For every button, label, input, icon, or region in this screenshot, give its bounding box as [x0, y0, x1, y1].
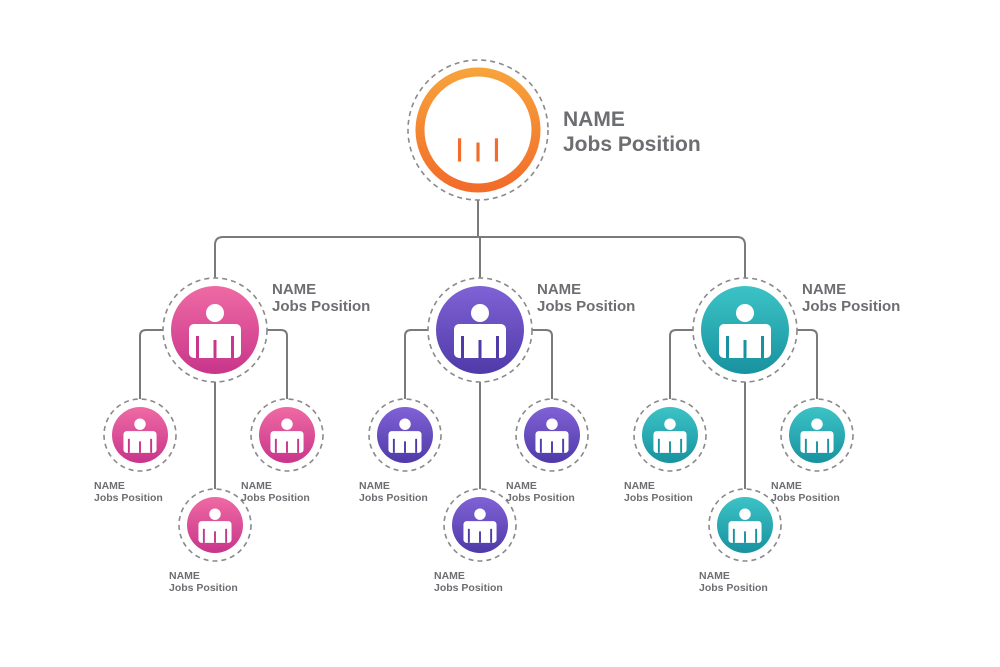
node-position: Jobs Position: [537, 298, 635, 315]
member-node-1-1[interactable]: [103, 398, 177, 472]
node-position: Jobs Position: [802, 298, 900, 315]
person-icon: [728, 508, 762, 543]
person-icon: [189, 304, 241, 358]
member-node-1-3[interactable]: [250, 398, 324, 472]
root-node[interactable]: [407, 59, 549, 201]
node-name: NAME: [506, 480, 537, 492]
node-name: NAME: [537, 281, 581, 298]
person-icon: [653, 418, 687, 453]
node-position: Jobs Position: [169, 582, 238, 594]
node-position: Jobs Position: [241, 492, 310, 504]
person-icon: [123, 418, 157, 453]
node-name: NAME: [241, 480, 272, 492]
accent-ring: [415, 67, 541, 193]
node-name: NAME: [624, 480, 655, 492]
node-name: NAME: [94, 480, 125, 492]
person-icon: [800, 418, 834, 453]
connector-lines: [139, 200, 818, 489]
member-node-3-1[interactable]: [633, 398, 707, 472]
node-position: Jobs Position: [506, 492, 575, 504]
node-name: NAME: [272, 281, 316, 298]
person-icon: [270, 418, 304, 453]
node-position: Jobs Position: [771, 492, 840, 504]
member-node-3-2[interactable]: [708, 488, 782, 562]
connector-left: [669, 329, 693, 399]
connector-left: [404, 329, 428, 399]
node-position: Jobs Position: [359, 492, 428, 504]
person-icon: [454, 304, 506, 358]
person-icon: [719, 304, 771, 358]
connector-right: [267, 329, 288, 399]
node-position: Jobs Position: [563, 133, 701, 156]
node-position: Jobs Position: [624, 492, 693, 504]
node-name: NAME: [169, 570, 200, 582]
node-position: Jobs Position: [699, 582, 768, 594]
node-name: NAME: [699, 570, 730, 582]
team-node-3[interactable]: [692, 277, 798, 383]
node-name: NAME: [563, 108, 625, 131]
person-icon: [463, 508, 497, 543]
team-node-1[interactable]: [162, 277, 268, 383]
node-name: NAME: [434, 570, 465, 582]
connector-right: [797, 329, 818, 399]
node-name: NAME: [359, 480, 390, 492]
person-icon: [388, 418, 422, 453]
connector-right: [532, 329, 553, 399]
node-name: NAME: [771, 480, 802, 492]
member-node-2-1[interactable]: [368, 398, 442, 472]
member-node-2-3[interactable]: [515, 398, 589, 472]
team-node-2[interactable]: [427, 277, 533, 383]
person-icon: [198, 508, 232, 543]
node-position: Jobs Position: [434, 582, 503, 594]
node-position: Jobs Position: [272, 298, 370, 315]
person-icon: [450, 104, 506, 162]
node-name: NAME: [802, 281, 846, 298]
node-position: Jobs Position: [94, 492, 163, 504]
member-node-3-3[interactable]: [780, 398, 854, 472]
connector-left: [139, 329, 163, 399]
member-node-2-2[interactable]: [443, 488, 517, 562]
person-icon: [535, 418, 569, 453]
member-node-1-2[interactable]: [178, 488, 252, 562]
